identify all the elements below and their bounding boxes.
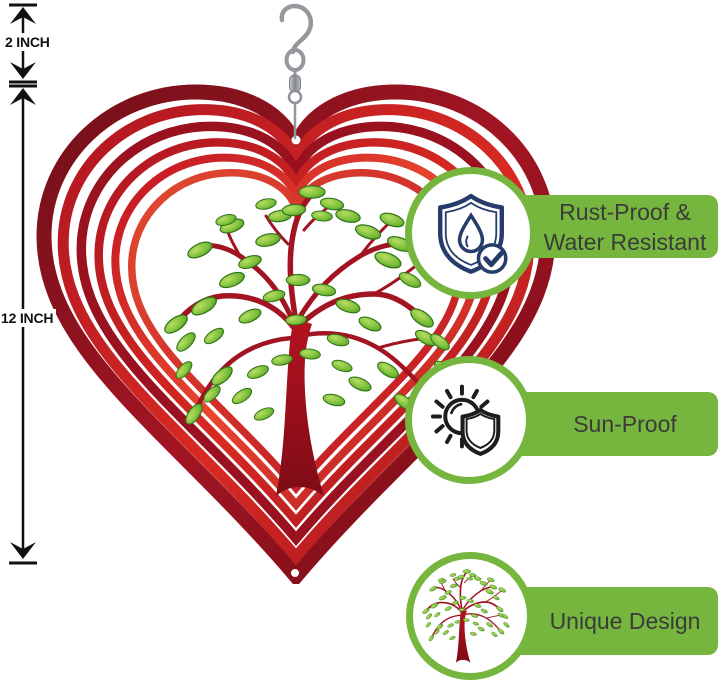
measurement-2-inch-label: 2 INCH [2, 33, 53, 51]
swivel-bead [287, 89, 303, 105]
arrow-12inch-icon [9, 84, 37, 565]
swivel-barrel [289, 74, 301, 93]
sun-shield-icon [430, 384, 501, 456]
feature-label-line: Unique Design [549, 608, 701, 634]
feature-badge-unique-design [406, 552, 534, 680]
feature-badge-sun-proof [405, 356, 533, 484]
heart-wind-spinner-image [36, 84, 556, 584]
tree-of-life-artwork [164, 185, 455, 496]
tree-trunk [276, 318, 324, 496]
feature-label-line: Water Resistant [543, 228, 707, 255]
bottom-hole [291, 569, 299, 577]
measurement-12-inch-label: 12 INCH [0, 309, 57, 327]
tree-of-life-icon [422, 568, 511, 664]
s-hook-swivel-icon [279, 3, 314, 140]
feature-label-line: Sun-Proof [573, 411, 677, 437]
feature-label-line: Rust-Proof & [559, 198, 691, 225]
feature-badge-rust-proof [405, 167, 537, 299]
arrow-2inch-icon [9, 3, 37, 84]
shield-droplet-check-icon [438, 193, 508, 274]
